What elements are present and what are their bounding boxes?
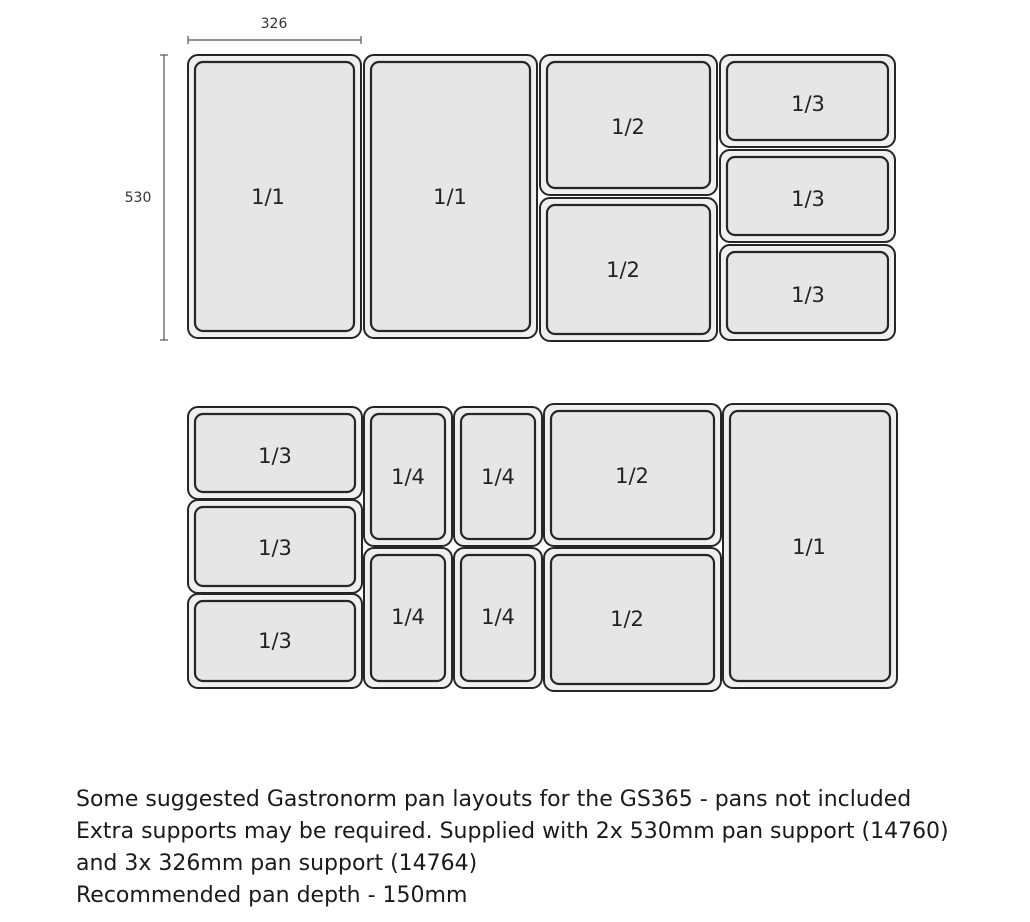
pan-size-label: 1/3	[791, 92, 825, 116]
layout-bottom-pan: 1/4	[363, 547, 453, 689]
pan-well	[369, 412, 447, 541]
height-dimension: 530	[125, 54, 168, 341]
width-dimension: 326	[187, 16, 362, 44]
pan-size-label: 1/3	[258, 536, 292, 560]
layout-top-pan: 1/2	[539, 54, 718, 196]
height-dimension-label: 530	[125, 190, 152, 206]
pan-size-label: 1/2	[606, 258, 640, 282]
pan-well	[725, 155, 890, 237]
layout-top-pan: 1/3	[719, 244, 896, 341]
caption-line-4: Recommended pan depth - 150mm	[76, 883, 468, 908]
pan-well	[545, 203, 712, 336]
layout-top-pan: 1/3	[719, 54, 896, 148]
pan-size-label: 1/3	[791, 283, 825, 307]
layout-bottom-pan: 1/3	[187, 593, 363, 689]
pan-well	[369, 60, 532, 333]
pan-size-label: 1/1	[792, 535, 826, 559]
pan-well	[193, 505, 357, 588]
pan-well	[728, 409, 892, 683]
caption: Some suggested Gastronorm pan layouts fo…	[76, 784, 1016, 912]
layout-bottom-pan: 1/4	[363, 406, 453, 547]
width-dimension-label: 326	[261, 16, 288, 32]
pan-size-label: 1/1	[251, 185, 285, 209]
layout-top: 1/1 1/1 1/2 1/2 1/3 1/3 1/3	[187, 54, 896, 342]
layout-top-pan: 1/3	[719, 149, 896, 243]
pan-size-label: 1/3	[791, 187, 825, 211]
pan-size-label: 1/4	[481, 465, 515, 489]
pan-well	[549, 409, 716, 541]
pan-well	[193, 412, 357, 494]
layout-bottom-pan: 1/3	[187, 499, 363, 594]
pan-well	[459, 553, 537, 683]
caption-line-1: Some suggested Gastronorm pan layouts fo…	[76, 787, 912, 812]
pan-size-label: 1/2	[610, 607, 644, 631]
pan-size-label: 1/2	[615, 464, 649, 488]
pan-size-label: 1/1	[433, 185, 467, 209]
pan-well	[549, 553, 716, 686]
layout-top-pan: 1/1	[363, 54, 538, 339]
layout-bottom-pan: 1/4	[453, 547, 543, 689]
caption-line-2: Extra supports may be required. Supplied…	[76, 819, 949, 844]
pan-well	[545, 60, 712, 190]
caption-line-3: and 3x 326mm pan support (14764)	[76, 851, 478, 876]
pan-size-label: 1/4	[391, 605, 425, 629]
pan-size-label: 1/4	[481, 605, 515, 629]
layout-bottom-pan: 1/2	[543, 547, 722, 692]
pan-well	[725, 60, 890, 142]
layout-top-pan: 1/1	[187, 54, 362, 339]
layout-bottom-pan: 1/3	[187, 406, 363, 500]
pan-well	[193, 599, 357, 683]
pan-well	[459, 412, 537, 541]
pan-size-label: 1/2	[611, 115, 645, 139]
pan-size-label: 1/3	[258, 629, 292, 653]
pan-size-label: 1/3	[258, 444, 292, 468]
pan-well	[193, 60, 356, 333]
layout-bottom-pan: 1/2	[543, 403, 722, 547]
layout-bottom-pan: 1/4	[453, 406, 543, 547]
pan-well	[369, 553, 447, 683]
layout-top-pan: 1/2	[539, 197, 718, 342]
pan-well	[725, 250, 890, 335]
pan-size-label: 1/4	[391, 465, 425, 489]
layout-bottom-pan: 1/1	[722, 403, 898, 689]
layout-bottom: 1/3 1/3 1/3 1/4 1/4 1/4 1/4 1/2 1/2 1/1	[187, 403, 898, 692]
